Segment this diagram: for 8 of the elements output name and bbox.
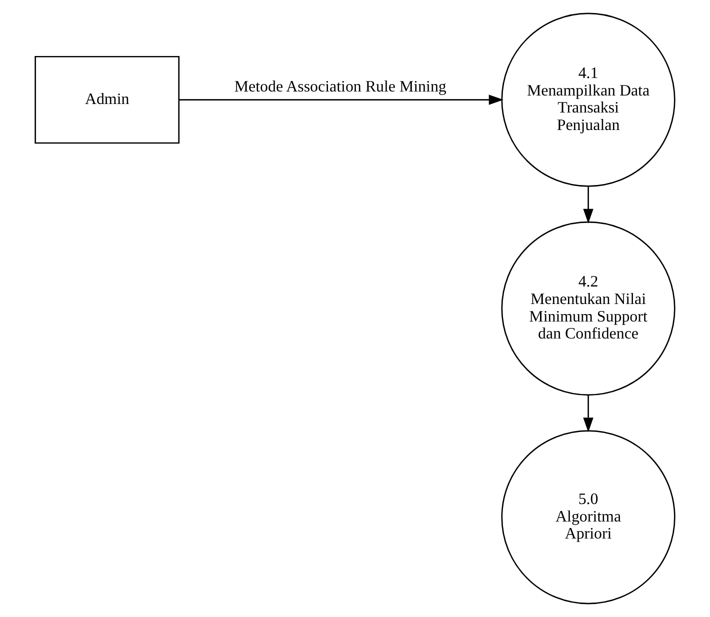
arrow (583, 186, 594, 224)
arrow (179, 94, 504, 105)
node-circle: 4.2 Menentukan Nilai Minimum Support dan Confidence (501, 221, 676, 396)
arrow (583, 395, 594, 432)
node-circle: 5.0 Algoritma Apriori (501, 430, 676, 604)
node-box: Admin (34, 56, 180, 144)
node-circle: 4.1 Menampilkan Data Transaksi Penjualan (501, 12, 676, 187)
edge-label: Metode Association Rule Mining (234, 78, 446, 96)
